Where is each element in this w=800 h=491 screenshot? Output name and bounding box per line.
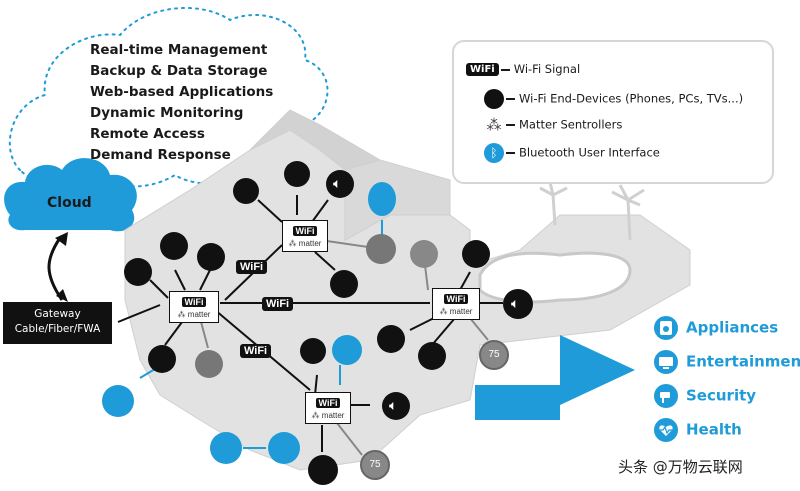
matter-label: ⁂ matter — [311, 411, 345, 420]
matter-label: ⁂ matter — [288, 239, 322, 248]
cloud-service: Backup & Data Storage — [90, 63, 268, 79]
legend-row-wifi: WiFi Wi-Fi Signal — [466, 62, 580, 76]
wifi-badge-icon: WiFi — [292, 226, 318, 236]
tv-icon — [160, 232, 188, 260]
phone-bluetooth-icon — [368, 182, 396, 216]
cloud-shape — [4, 158, 137, 232]
light-bulb-icon — [195, 350, 223, 378]
fridge-icon — [124, 258, 152, 286]
benefit-entertainment: Entertainment — [654, 350, 800, 374]
thermostat-icon: 75 — [479, 340, 509, 370]
legend-label: Wi-Fi End-Devices (Phones, PCs, TVs...) — [519, 91, 744, 106]
washer-icon — [377, 325, 405, 353]
wifi-badge-icon: WiFi — [315, 398, 341, 408]
benefit-appliances: Appliances — [654, 316, 778, 340]
wifi-badge-icon: WiFi — [181, 297, 207, 307]
legend-label: Wi-Fi Signal — [513, 62, 581, 76]
thermostat-icon: 75 — [360, 450, 390, 480]
gateway-title: Gateway — [34, 308, 81, 320]
camera-icon — [462, 240, 490, 268]
cloud-service: Real-time Management — [90, 42, 268, 58]
benefits-arrow — [475, 335, 635, 420]
cloud-services-list: Real-time Management Backup & Data Stora… — [90, 40, 273, 166]
volume-icon: 🔈︎ — [326, 170, 354, 198]
benefit-security: Security — [654, 384, 756, 408]
smartwatch-icon — [332, 335, 362, 365]
cloud-label: Cloud — [47, 195, 92, 211]
legend-label: Bluetooth User Interface — [519, 145, 660, 160]
appliance-icon — [654, 316, 678, 340]
phone-bluetooth-icon — [268, 432, 300, 464]
legend-row-matter: ⁂ Matter Sentrollers — [484, 116, 623, 134]
smart-speaker-icon — [284, 161, 310, 187]
cloud-outline — [8, 7, 329, 189]
cloud-service: Remote Access — [90, 126, 205, 142]
cloud-service: Dynamic Monitoring — [90, 105, 244, 121]
cloud-service: Web-based Applications — [90, 84, 274, 100]
security-camera-icon — [654, 384, 678, 408]
door-lock-icon — [410, 240, 438, 268]
legend-row-end-devices: Wi-Fi End-Devices (Phones, PCs, TVs...) — [484, 89, 743, 109]
cloud-service: Demand Response — [90, 147, 231, 163]
matter-label: ⁂ matter — [439, 307, 473, 316]
smart-speaker-icon — [197, 243, 225, 271]
desktop-computer-icon — [308, 455, 338, 485]
hub-node-upper: WiFi ⁂ matter — [282, 220, 328, 252]
headphones-icon — [102, 385, 134, 417]
car-icon — [418, 342, 446, 370]
matter-logo-icon: ⁂ — [486, 116, 502, 134]
gateway-box: Gateway Cable/Fiber/FWA — [3, 302, 112, 344]
house-illustration — [124, 109, 691, 471]
wifi-signal-badge: WiFi — [240, 344, 272, 358]
wifi-signal-badge: WiFi — [236, 260, 268, 274]
tv-icon — [654, 350, 678, 374]
laptop-icon — [148, 345, 176, 373]
wifi-badge-icon: WiFi — [466, 63, 499, 76]
gateway-subtitle: Cable/Fiber/FWA — [14, 323, 101, 335]
wifi-signal-badge: WiFi — [262, 297, 294, 311]
legend-box: WiFi Wi-Fi Signal Wi-Fi End-Devices (Phon… — [452, 40, 774, 184]
hub-node-right: WiFi ⁂ matter — [432, 288, 480, 320]
legend-row-bluetooth: ᛒ Bluetooth User Interface — [484, 143, 660, 163]
volume-icon: 🔈︎ — [382, 392, 410, 420]
printer-icon — [330, 270, 358, 298]
bluetooth-icon: ᛒ — [484, 143, 504, 163]
hub-node-main: WiFi ⁂ matter — [169, 291, 219, 323]
wifi-badge-icon: WiFi — [443, 294, 469, 304]
headphones-icon — [210, 432, 242, 464]
volume-icon: 🔈︎ — [503, 289, 533, 319]
legend-label: Matter Sentrollers — [519, 117, 623, 132]
light-bulb-icon — [366, 234, 396, 264]
smart-speaker-icon — [300, 338, 326, 364]
heart-pulse-icon — [654, 418, 678, 442]
speaker-device-icon — [233, 178, 259, 204]
black-dot-icon — [484, 89, 504, 109]
hub-node-lower: WiFi ⁂ matter — [305, 392, 351, 424]
watermark-text: 头条 @万物云联网 — [618, 458, 743, 476]
matter-label: ⁂ matter — [177, 310, 211, 319]
benefit-health: Health — [654, 418, 742, 442]
